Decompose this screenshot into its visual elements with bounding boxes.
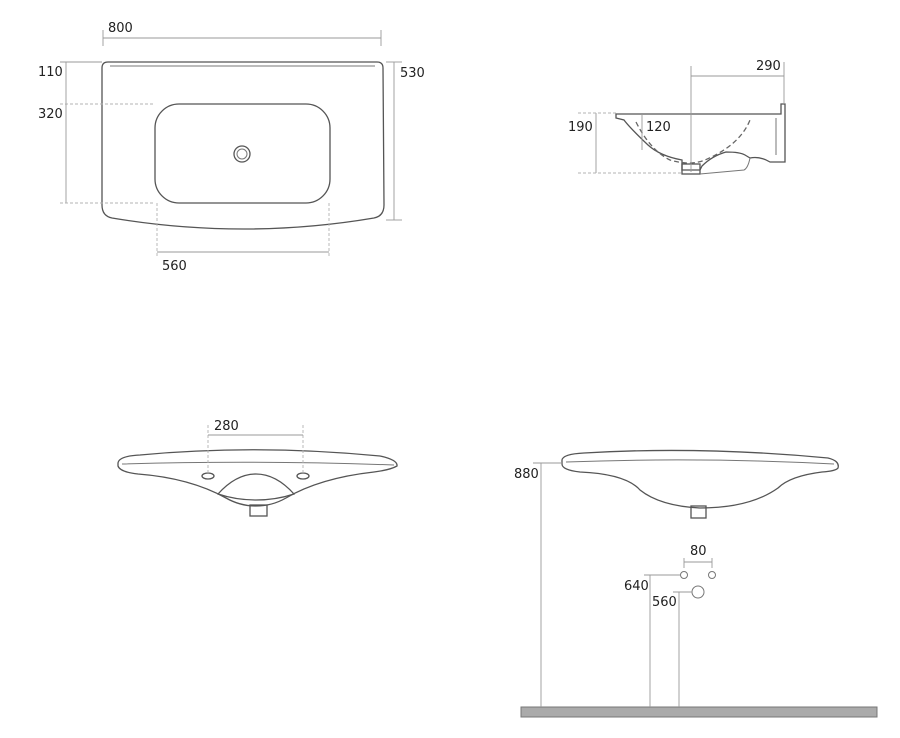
top-view-bowl (154, 103, 331, 204)
side-view-lower-curve (699, 157, 751, 175)
front-view-top-edge (121, 461, 395, 466)
front-view: 280 (117, 419, 398, 517)
dim-waste-height-upper: 640 (624, 574, 680, 707)
installation-hole-left (680, 571, 688, 579)
dim-side-depth-label: 290 (756, 59, 781, 74)
dim-top-back-depth: 110 (38, 61, 155, 105)
dim-side-bowl-depth: 120 (641, 114, 671, 150)
front-view-bowl (216, 473, 296, 501)
top-view-basin-outline (101, 61, 385, 230)
dim-top-width: 800 (102, 21, 382, 46)
dim-side-bowl-depth-label: 120 (646, 120, 671, 135)
side-view-bowl-hidden (635, 119, 751, 164)
installation-basin-top-edge (565, 459, 835, 465)
dim-top-bowl-depth: 320 (38, 104, 155, 204)
installation-floor (520, 706, 878, 718)
installation-hole-waste (691, 585, 705, 599)
front-view-waste (249, 504, 268, 517)
side-view-profile (615, 103, 786, 171)
dim-side-depth: 290 (690, 59, 785, 172)
installation-view: 880 80 640 560 (514, 449, 878, 718)
dim-waste-spacing: 80 (683, 544, 713, 568)
side-view: 290 190 120 (568, 59, 786, 175)
installation-basin-profile (561, 449, 839, 509)
dim-side-height-label: 190 (568, 120, 593, 135)
dim-front-tap-spacing: 280 (207, 419, 304, 473)
dim-top-bowl-width: 560 (156, 203, 330, 274)
dim-install-height: 880 (514, 462, 562, 707)
dim-top-total-depth: 530 (386, 61, 425, 221)
dim-install-height-label: 880 (514, 467, 539, 482)
front-view-tap-hole-right (296, 472, 310, 480)
dim-top-bowl-depth-label: 320 (38, 107, 63, 122)
dim-top-bowl-width-label: 560 (162, 259, 187, 274)
installation-waste (690, 505, 707, 519)
dim-waste-height-lower: 560 (652, 591, 692, 707)
dim-front-tap-spacing-label: 280 (214, 419, 239, 434)
dim-waste-height-lower-label: 560 (652, 595, 677, 610)
installation-hole-right (708, 571, 716, 579)
dim-top-width-label: 800 (108, 21, 133, 36)
top-view: 800 110 320 530 560 (38, 21, 425, 274)
dim-waste-spacing-label: 80 (690, 544, 707, 559)
top-view-drain (233, 145, 251, 163)
dim-top-back-depth-label: 110 (38, 65, 63, 80)
top-view-drain-inner (236, 148, 248, 160)
dim-top-total-depth-label: 530 (400, 66, 425, 81)
front-view-tap-hole-left (201, 472, 215, 480)
dim-side-height: 190 (568, 112, 682, 174)
dim-waste-height-upper-label: 640 (624, 579, 649, 594)
front-view-profile (117, 449, 398, 507)
